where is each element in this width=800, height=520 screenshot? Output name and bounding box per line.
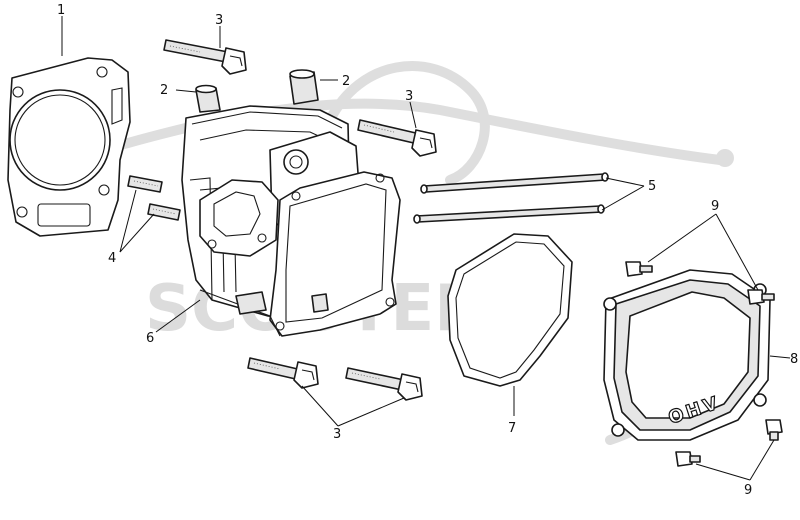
- callout-3-right: 3: [405, 89, 413, 104]
- dowel-pin-upper-part-2: [289, 69, 319, 105]
- stud-lower-part-4: [147, 203, 181, 221]
- dowel-pin-left-part-2: [195, 84, 221, 113]
- head-bolt-top-part-3: [163, 39, 247, 75]
- cover-bolt-b-part-9: [747, 289, 775, 305]
- stud-upper-part-4: [127, 175, 163, 193]
- cover-bolt-a-part-9: [625, 261, 653, 277]
- callout-3-top: 3: [215, 13, 223, 28]
- cylinder-head-assembly: [181, 105, 401, 337]
- leader-lines: [61, 16, 791, 481]
- callout-6: 6: [146, 331, 154, 346]
- callout-3-bottom: 3: [333, 427, 341, 442]
- cover-bolt-d-part-9: [675, 451, 701, 467]
- callout-4: 4: [108, 251, 116, 266]
- push-rod-upper-part-5: [420, 172, 609, 194]
- callout-2-right: 2: [342, 74, 350, 89]
- push-rod-lower-part-5: [413, 204, 605, 224]
- callout-1: 1: [57, 3, 65, 18]
- head-bolt-bottom-right-part-3: [345, 367, 423, 401]
- callout-5: 5: [648, 179, 656, 194]
- callout-2-left: 2: [160, 83, 168, 98]
- callout-9-bottom: 9: [744, 483, 752, 498]
- cover-bolt-c-part-9: [765, 419, 783, 441]
- callout-8: 8: [790, 352, 798, 367]
- rocker-cover-part-8: OHV: [603, 269, 771, 441]
- head-bolt-bottom-left-part-3: [247, 357, 319, 389]
- rocker-cover-gasket-part-7: [447, 233, 573, 387]
- head-gasket-part-1: [7, 57, 131, 237]
- callout-9-top: 9: [711, 199, 719, 214]
- head-bolt-right-part-3: [357, 119, 437, 157]
- callout-7: 7: [508, 421, 516, 436]
